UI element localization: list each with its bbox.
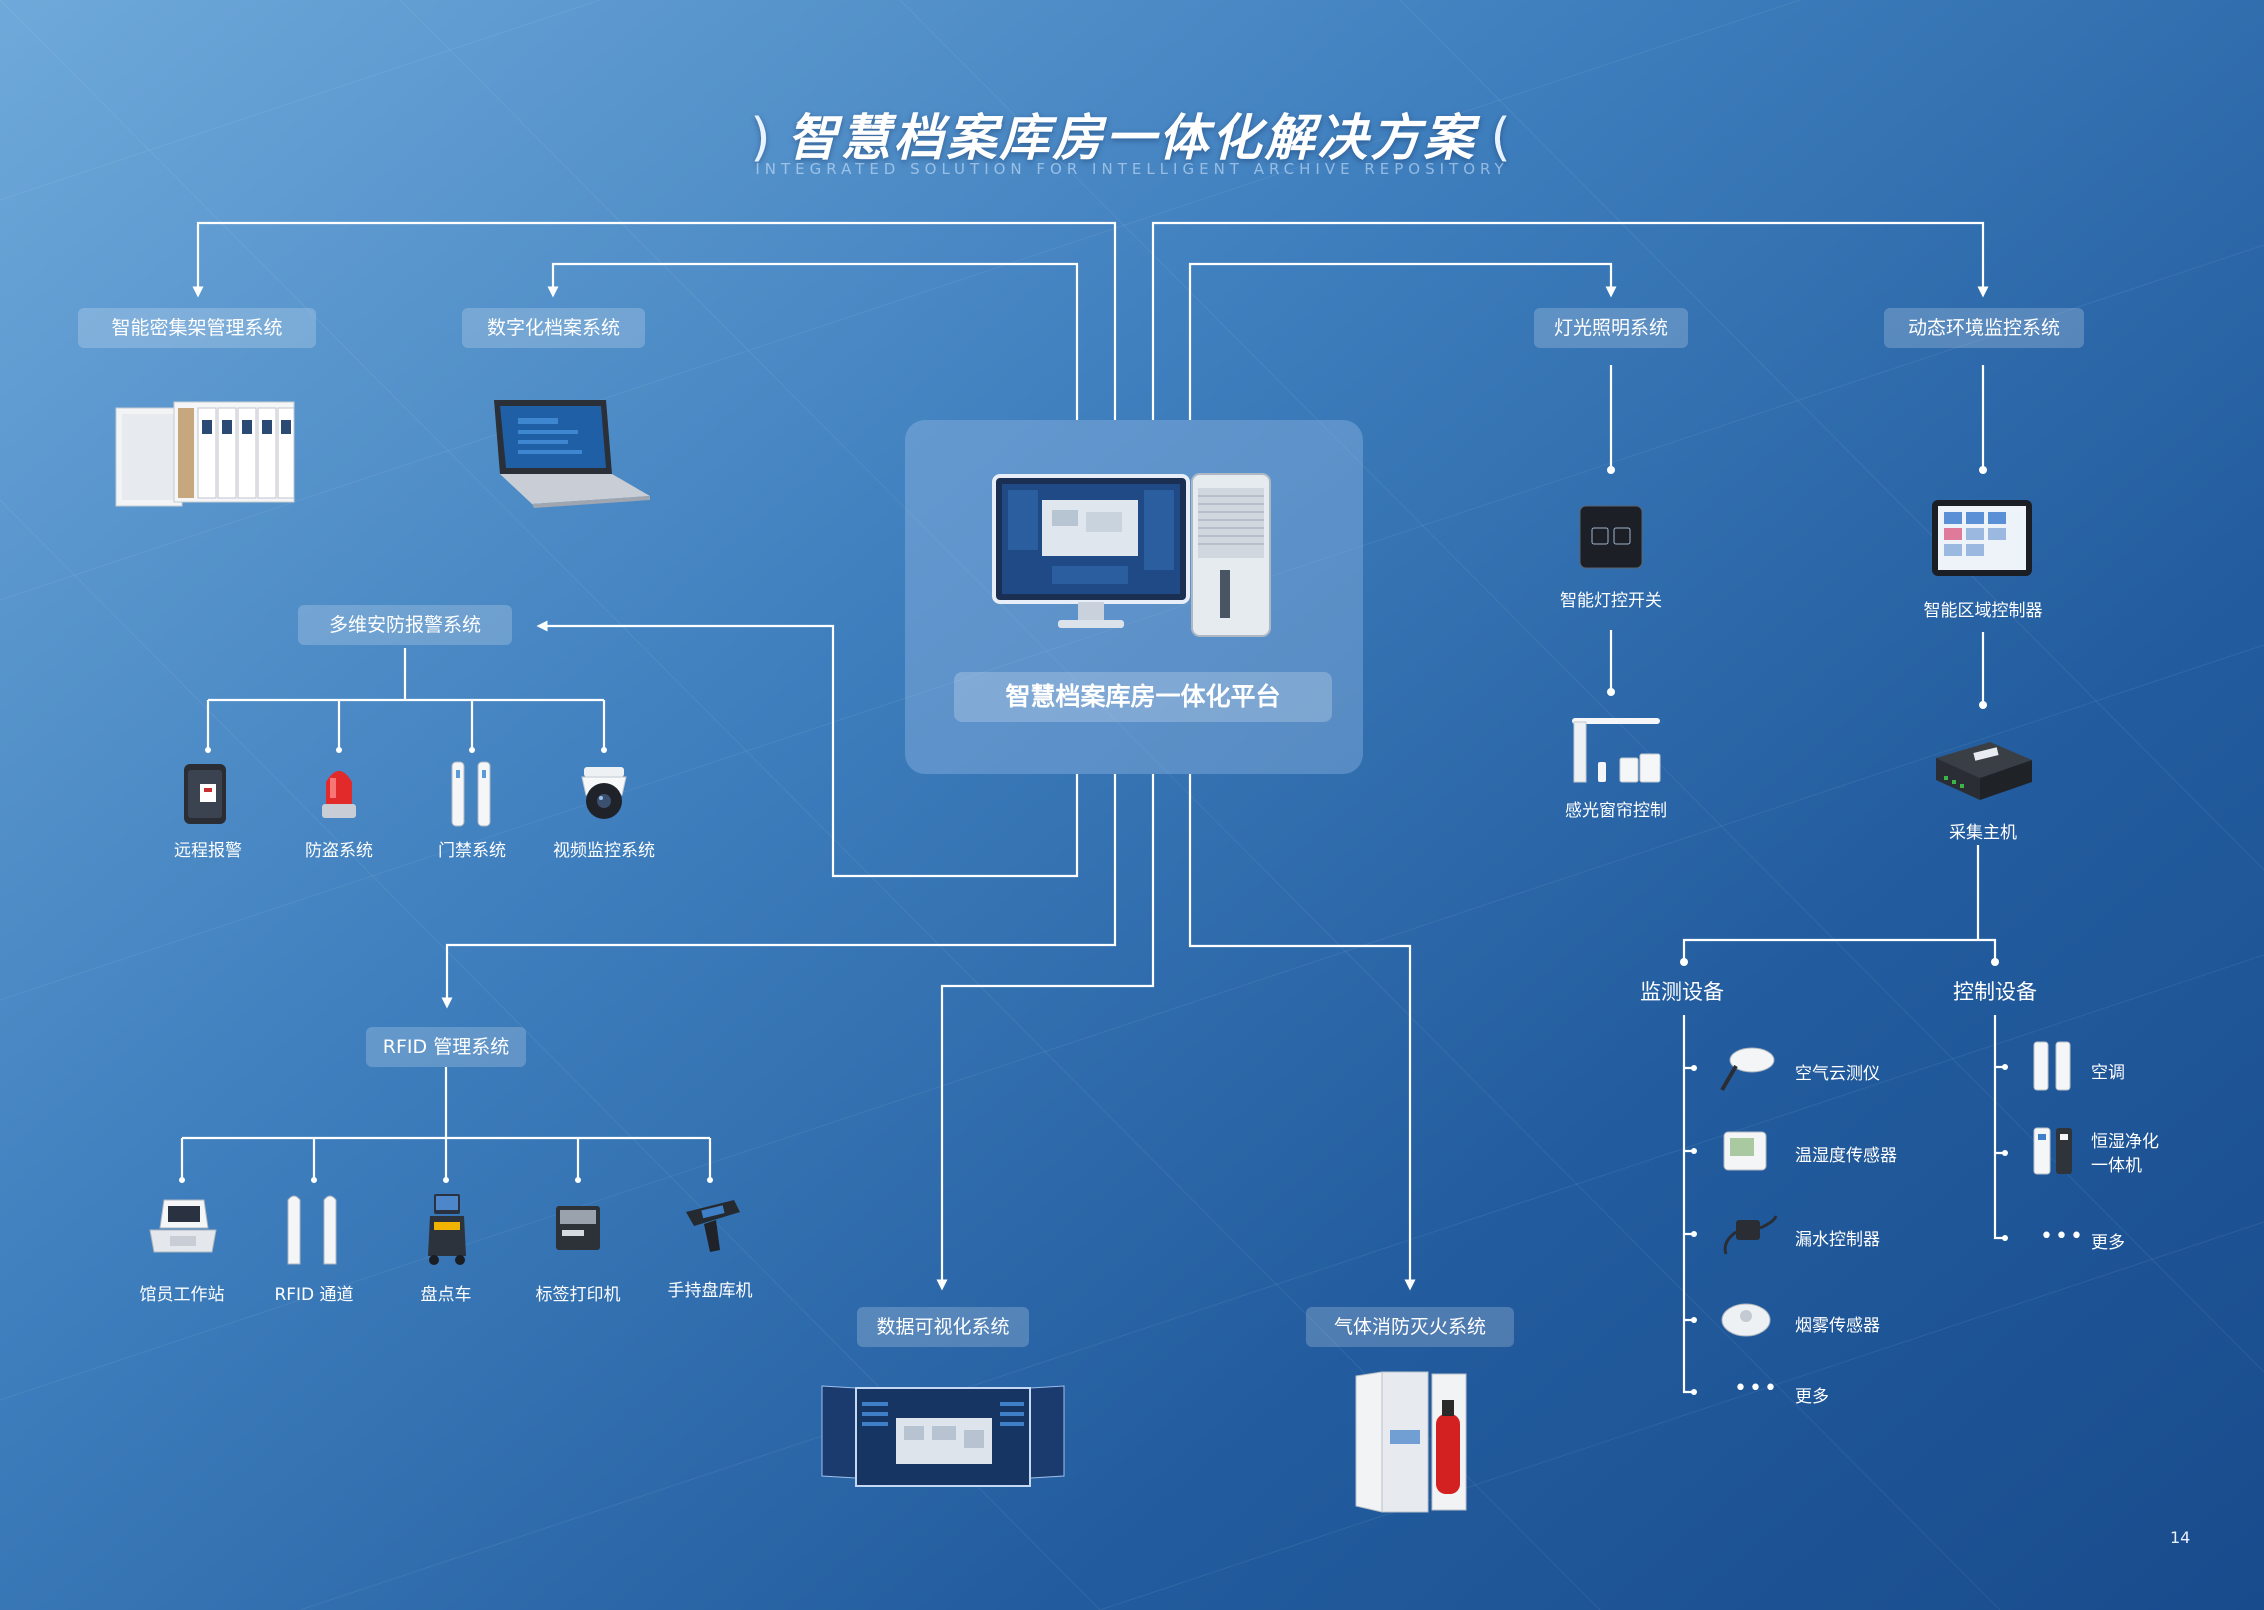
system-visual-tag: 数据可视化系统 bbox=[857, 1307, 1029, 1347]
air-conditioner-icon bbox=[2033, 1041, 2071, 1091]
security-item-label: 远程报警 bbox=[174, 841, 242, 861]
system-security-tag: 多维安防报警系统 bbox=[298, 605, 512, 645]
compact-shelving-icon bbox=[115, 401, 295, 507]
rfid-item-label: RFID 通道 bbox=[274, 1285, 354, 1305]
mobile-phone-icon bbox=[184, 764, 226, 824]
control-item-label: 空调 bbox=[2091, 1063, 2125, 1083]
computer-and-server-icon bbox=[992, 473, 1271, 637]
dome-camera-icon bbox=[581, 767, 627, 819]
lighting-item-label: 感光窗帘控制 bbox=[1565, 801, 1667, 821]
rfid-item-label: 标签打印机 bbox=[535, 1285, 621, 1305]
monitor-item-label: 漏水控制器 bbox=[1795, 1230, 1880, 1250]
platform-label: 智慧档案库房一体化平台 bbox=[954, 672, 1332, 722]
system-rfid-tag: RFID 管理系统 bbox=[366, 1027, 526, 1067]
laptop-icon bbox=[494, 400, 650, 508]
smoke-sensor-icon bbox=[1721, 1303, 1771, 1337]
purifier-icon bbox=[2033, 1127, 2072, 1175]
rfid-gate-icon bbox=[287, 1195, 337, 1265]
more-icon: ••• bbox=[1734, 1376, 1779, 1401]
collector-host-icon bbox=[1936, 742, 2032, 800]
security-item-label: 视频监控系统 bbox=[553, 841, 655, 861]
security-item-label: 防盗系统 bbox=[305, 841, 373, 861]
system-env-tag: 动态环境监控系统 bbox=[1884, 308, 2084, 348]
page-title: )智慧档案库房一体化解决方案( bbox=[750, 108, 1514, 168]
curtain-control-icon bbox=[1572, 718, 1661, 783]
monitor-item-label: 空气云测仪 bbox=[1795, 1064, 1880, 1084]
page-number: 14 bbox=[2170, 1528, 2191, 1547]
humidity-sensor-icon bbox=[1723, 1131, 1767, 1171]
control-item-label: 一体机 bbox=[2091, 1156, 2142, 1176]
air-meter-icon bbox=[1720, 1047, 1775, 1092]
rfid-item-label: 手持盘库机 bbox=[667, 1281, 753, 1301]
monitor-item-label: 温湿度传感器 bbox=[1795, 1146, 1897, 1166]
control-item-label: 恒湿净化 bbox=[2091, 1132, 2159, 1152]
monitor-heading: 监测设备 bbox=[1640, 980, 1724, 1004]
control-item-label: 更多 bbox=[2091, 1233, 2125, 1253]
security-item-label: 门禁系统 bbox=[438, 841, 506, 861]
page-subtitle: INTEGRATED SOLUTION FOR INTELLIGENT ARCH… bbox=[755, 160, 1509, 178]
inventory-cart-icon bbox=[428, 1194, 466, 1265]
monitor-item-label: 更多 bbox=[1795, 1387, 1829, 1407]
system-fire-tag: 气体消防灭火系统 bbox=[1306, 1307, 1514, 1347]
env-item-label: 采集主机 bbox=[1949, 823, 2017, 843]
security-gate-icon bbox=[451, 761, 491, 827]
leak-controller-icon bbox=[1723, 1215, 1778, 1255]
rfid-item-label: 馆员工作站 bbox=[139, 1285, 225, 1305]
fire-cabinet-icon bbox=[1355, 1371, 1467, 1513]
handheld-scanner-icon bbox=[686, 1200, 740, 1252]
system-lighting-tag: 灯光照明系统 bbox=[1534, 308, 1688, 348]
monitor-item-label: 烟雾传感器 bbox=[1795, 1316, 1880, 1336]
alarm-beacon-icon bbox=[322, 771, 356, 818]
light-switch-icon bbox=[1579, 505, 1643, 569]
dashboard-screens-icon bbox=[821, 1385, 1065, 1487]
more-icon: ••• bbox=[2040, 1224, 2085, 1249]
lighting-item-label: 智能灯控开关 bbox=[1560, 591, 1662, 611]
control-heading: 控制设备 bbox=[1953, 980, 2037, 1004]
system-shelving-tag: 智能密集架管理系统 bbox=[78, 308, 316, 348]
area-controller-icon bbox=[1932, 500, 2032, 576]
workstation-icon bbox=[149, 1199, 217, 1253]
label-printer-icon bbox=[556, 1206, 600, 1250]
env-item-label: 智能区域控制器 bbox=[1923, 601, 2043, 621]
rfid-item-label: 盘点车 bbox=[420, 1285, 472, 1305]
system-digital-tag: 数字化档案系统 bbox=[462, 308, 645, 348]
